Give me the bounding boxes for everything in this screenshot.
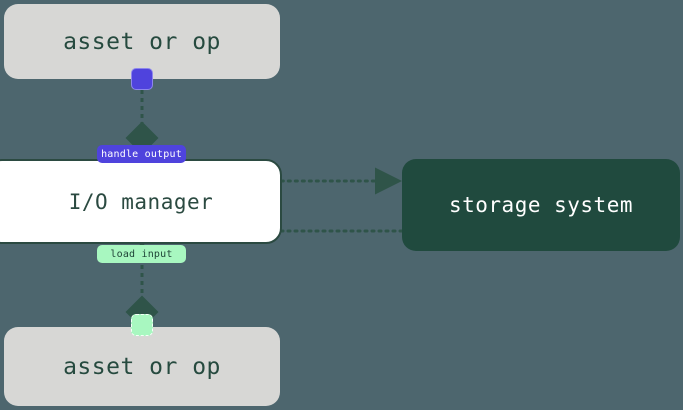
input-handle-square[interactable] xyxy=(131,314,153,336)
node-asset-or-op-top[interactable]: asset or op xyxy=(4,4,280,79)
edge-label-text: handle output xyxy=(101,148,182,160)
output-handle-square[interactable] xyxy=(131,68,153,90)
node-label: asset or op xyxy=(63,353,221,380)
edge-label-handle-output[interactable]: handle output xyxy=(97,145,186,163)
node-storage-system[interactable]: storage system xyxy=(402,159,680,251)
edge-label-text: load input xyxy=(110,248,173,260)
node-label: I/O manager xyxy=(68,189,214,214)
edge-label-load-input[interactable]: load input xyxy=(97,245,186,263)
node-label: storage system xyxy=(448,193,633,217)
node-label: asset or op xyxy=(63,28,221,55)
node-asset-or-op-bottom[interactable]: asset or op xyxy=(4,327,280,406)
node-io-manager[interactable]: I/O manager xyxy=(0,159,282,244)
